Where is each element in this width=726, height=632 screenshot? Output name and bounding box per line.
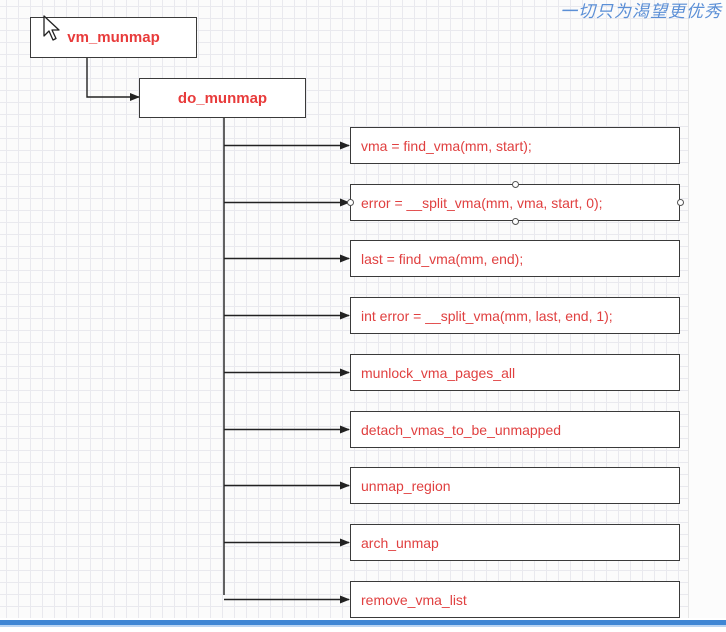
- call-node-label: unmap_region: [361, 477, 451, 494]
- call-node[interactable]: last = find_vma(mm, end);: [350, 240, 680, 277]
- right-panel-edge: [688, 0, 726, 618]
- call-node[interactable]: error = __split_vma(mm, vma, start, 0);: [350, 184, 680, 221]
- mouse-cursor-icon: [43, 15, 60, 41]
- call-node[interactable]: remove_vma_list: [350, 581, 680, 618]
- connector-root-to-child: [86, 57, 140, 101]
- call-node-label: remove_vma_list: [361, 591, 467, 608]
- selection-handle[interactable]: [511, 217, 519, 225]
- call-node-label: int error = __split_vma(mm, last, end, 1…: [361, 307, 613, 324]
- selection-handle[interactable]: [676, 199, 684, 206]
- selection-handle[interactable]: [511, 180, 519, 188]
- bottom-accent-line-light: [0, 625, 726, 627]
- call-node-label: vma = find_vma(mm, start);: [361, 137, 532, 154]
- connector-branches: [224, 141, 350, 604]
- child-node[interactable]: do_munmap: [139, 78, 306, 118]
- call-node[interactable]: unmap_region: [350, 467, 680, 504]
- call-node-label: detach_vmas_to_be_unmapped: [361, 421, 562, 438]
- root-node[interactable]: vm_munmap: [30, 17, 197, 58]
- call-node-label: arch_unmap: [361, 534, 439, 551]
- call-node[interactable]: vma = find_vma(mm, start);: [350, 127, 680, 164]
- selection-handle[interactable]: [346, 199, 354, 206]
- call-node[interactable]: arch_unmap: [350, 524, 680, 561]
- call-node-label: error = __split_vma(mm, vma, start, 0);: [361, 194, 603, 211]
- bottom-accent-line: [0, 620, 726, 625]
- call-node-label: last = find_vma(mm, end);: [361, 250, 524, 267]
- call-node[interactable]: munlock_vma_pages_all: [350, 354, 680, 391]
- call-node[interactable]: detach_vmas_to_be_unmapped: [350, 411, 680, 448]
- call-node-label: munlock_vma_pages_all: [361, 364, 516, 381]
- root-node-label: vm_munmap: [67, 29, 160, 46]
- watermark-text: 一切只为渴望更优秀: [560, 2, 722, 22]
- child-node-label: do_munmap: [177, 89, 268, 107]
- call-node[interactable]: int error = __split_vma(mm, last, end, 1…: [350, 297, 680, 334]
